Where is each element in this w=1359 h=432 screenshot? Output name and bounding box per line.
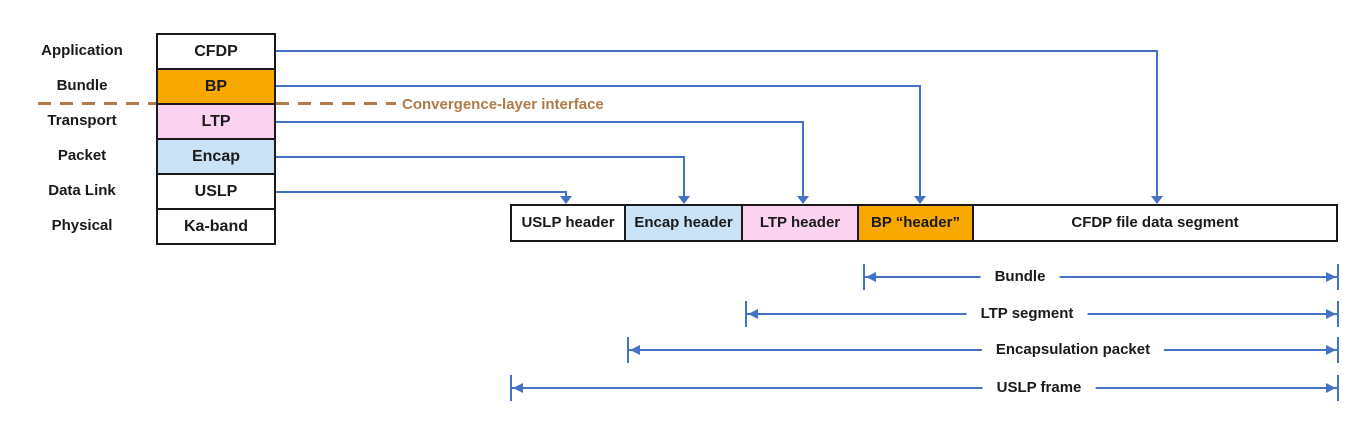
connector-uslp-arrowhead-icon bbox=[560, 196, 572, 204]
packet-seg-cfdp-data: CFDP file data segment bbox=[972, 204, 1338, 242]
connector-cfdp-vline bbox=[1156, 50, 1158, 196]
stack-box-cfdp: CFDP bbox=[156, 33, 276, 70]
convergence-label: Convergence-layer interface bbox=[402, 96, 604, 113]
packet-structure-row: USLP header Encap header LTP header BP “… bbox=[510, 204, 1338, 242]
convergence-dashed-line-left bbox=[38, 102, 156, 105]
connector-uslp-vline bbox=[565, 191, 567, 196]
span-bundle-right-arrowhead-icon bbox=[1326, 272, 1336, 282]
span-bundle-left-bar bbox=[863, 264, 865, 290]
connector-encap-arrowhead-icon bbox=[678, 196, 690, 204]
span-bundle-label: Bundle bbox=[980, 267, 1060, 287]
stack-box-bp: BP bbox=[156, 68, 276, 105]
layer-label-application: Application bbox=[41, 42, 123, 59]
layer-label-data-link: Data Link bbox=[48, 182, 116, 199]
stack-box-uslp: USLP bbox=[156, 173, 276, 210]
connector-ltp-hline bbox=[276, 121, 804, 123]
connector-cfdp-hline bbox=[276, 50, 1158, 52]
span-uslp-right-bar bbox=[1337, 375, 1339, 401]
packet-seg-uslp-header: USLP header bbox=[510, 204, 626, 242]
span-encap-right-arrowhead-icon bbox=[1326, 345, 1336, 355]
connector-encap-hline bbox=[276, 156, 685, 158]
packet-seg-ltp-header: LTP header bbox=[741, 204, 859, 242]
span-uslp-line bbox=[512, 387, 1337, 389]
span-uslp-right-arrowhead-icon bbox=[1326, 383, 1336, 393]
connector-encap-vline bbox=[683, 156, 685, 196]
layer-label-transport: Transport bbox=[47, 112, 117, 129]
span-encap-label: Encapsulation packet bbox=[981, 340, 1165, 360]
span-bundle-line bbox=[865, 276, 1337, 278]
span-uslp-left-bar bbox=[510, 375, 512, 401]
connector-uslp-hline bbox=[276, 191, 567, 193]
connector-bp-arrowhead-icon bbox=[914, 196, 926, 204]
connector-bp-hline bbox=[276, 85, 921, 87]
connector-bp-vline bbox=[919, 85, 921, 196]
span-encap-left-arrowhead-icon bbox=[630, 345, 640, 355]
span-encap-right-bar bbox=[1337, 337, 1339, 363]
connector-ltp-vline bbox=[802, 121, 804, 196]
stack-box-encap: Encap bbox=[156, 138, 276, 175]
span-bundle-right-bar bbox=[1337, 264, 1339, 290]
layer-label-column: Application Bundle Transport Packet Data… bbox=[12, 33, 152, 243]
span-ltp-right-arrowhead-icon bbox=[1326, 309, 1336, 319]
stack-box-ka-band: Ka-band bbox=[156, 208, 276, 245]
layer-label-bundle: Bundle bbox=[56, 77, 108, 94]
span-ltp-right-bar bbox=[1337, 301, 1339, 327]
convergence-dashed-line-right bbox=[276, 102, 396, 105]
span-ltp-left-arrowhead-icon bbox=[748, 309, 758, 319]
span-uslp-label: USLP frame bbox=[982, 378, 1096, 398]
packet-seg-encap-header: Encap header bbox=[624, 204, 743, 242]
protocol-stack: CFDP BP LTP Encap USLP Ka-band bbox=[156, 33, 276, 245]
stack-box-ltp: LTP bbox=[156, 103, 276, 140]
span-ltp-label: LTP segment bbox=[966, 304, 1088, 324]
connector-ltp-arrowhead-icon bbox=[797, 196, 809, 204]
span-encap-left-bar bbox=[627, 337, 629, 363]
layer-label-packet: Packet bbox=[57, 147, 107, 164]
connector-cfdp-arrowhead-icon bbox=[1151, 196, 1163, 204]
packet-seg-bp-header: BP “header” bbox=[857, 204, 974, 242]
span-ltp-left-bar bbox=[745, 301, 747, 327]
layer-label-physical: Physical bbox=[51, 217, 113, 234]
span-bundle-left-arrowhead-icon bbox=[866, 272, 876, 282]
span-uslp-left-arrowhead-icon bbox=[513, 383, 523, 393]
